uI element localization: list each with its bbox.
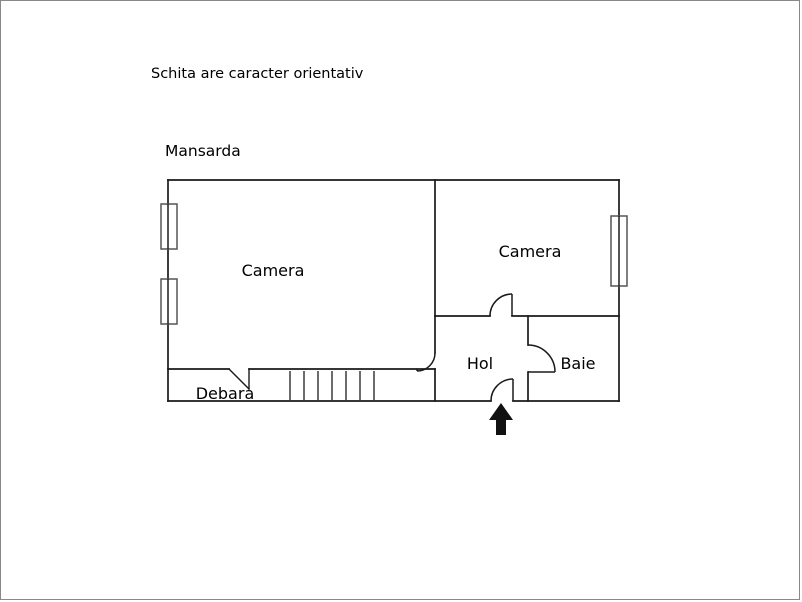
window-right [610,215,628,287]
room-label-baie: Baie [560,354,595,373]
room-label-camera-right: Camera [499,242,562,261]
window-left-upper [160,203,178,250]
windows [160,203,628,325]
room-label-hol: Hol [467,354,493,373]
entrance-arrow [489,403,513,435]
doors [228,293,556,402]
room-label-debara: Debara [196,384,255,403]
outer-walls [167,179,620,402]
interior-walls [167,179,620,402]
orientation-note: Schita are caracter orientativ [151,66,364,82]
window-left-lower [160,278,178,325]
door-entrance [490,378,514,402]
room-label-camera-left: Camera [242,261,305,280]
stairs [289,371,375,400]
door-hol-baie [527,344,556,373]
door-hol-camera-left [416,352,436,372]
door-debara [228,368,250,390]
door-camera-hol [489,293,513,317]
floor-level-label: Mansarda [165,142,241,160]
